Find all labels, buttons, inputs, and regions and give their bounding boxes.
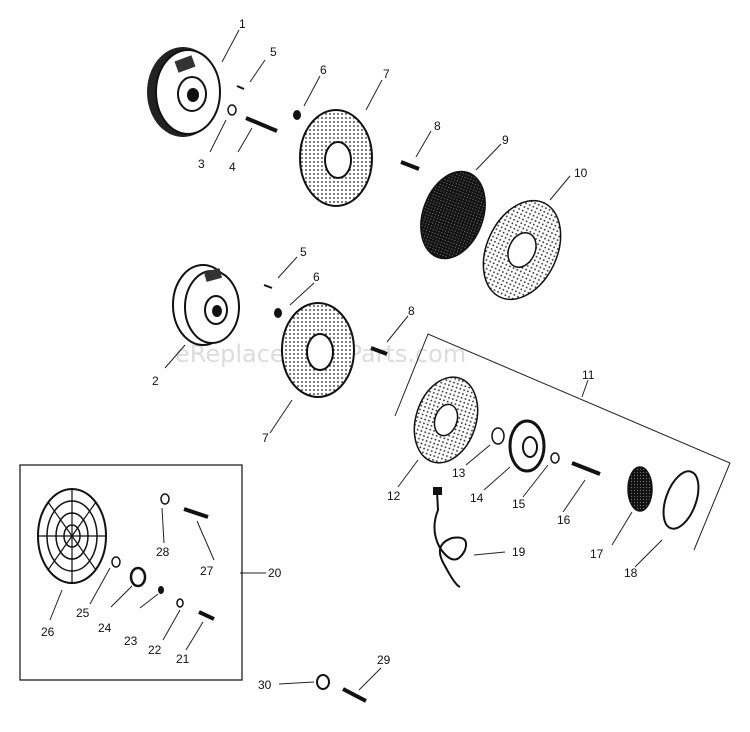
nut-15-part — [550, 452, 560, 464]
callout-11: 11 — [582, 368, 595, 382]
callout-6-lower: 6 — [313, 270, 320, 284]
callout-22: 22 — [148, 643, 162, 657]
callout-1: 1 — [239, 17, 246, 31]
callout-2: 2 — [152, 374, 159, 388]
flywheel-part — [172, 264, 240, 346]
callout-18: 18 — [624, 566, 638, 580]
blower-fan-upper-part — [299, 109, 373, 207]
screw-29-part — [342, 687, 367, 703]
callout-17: 17 — [590, 547, 604, 561]
starter-screen-part — [413, 376, 479, 464]
callout-28: 28 — [156, 545, 170, 559]
callout-3: 3 — [198, 157, 205, 171]
callout-7-upper: 7 — [383, 67, 390, 81]
callout-numbers: 1 2 3 4 5 5 6 6 7 7 8 8 9 10 11 12 13 14… — [41, 17, 638, 692]
screw-8-upper-part — [400, 160, 420, 171]
callout-23: 23 — [124, 634, 138, 648]
screw-16-part — [571, 461, 601, 476]
callout-29: 29 — [377, 653, 391, 667]
washer-28-part — [160, 493, 170, 505]
callout-30: 30 — [258, 678, 272, 692]
flywheel-ring-gear-part — [147, 47, 221, 137]
blower-fan-lower-part — [281, 302, 355, 398]
callout-25: 25 — [76, 606, 90, 620]
callout-20: 20 — [268, 566, 282, 580]
callout-16: 16 — [557, 513, 571, 527]
callout-21: 21 — [176, 652, 190, 666]
rotating-screen-part — [420, 170, 486, 260]
washer-13-part — [491, 427, 505, 445]
leader-lines — [49, 29, 663, 691]
callout-10: 10 — [574, 166, 588, 180]
washer-22-part — [176, 598, 184, 608]
callout-24: 24 — [98, 621, 112, 635]
grass-screen-part — [482, 199, 562, 301]
key-5-upper-part — [236, 85, 245, 90]
callout-26: 26 — [41, 625, 55, 639]
kit-11-bracket — [394, 333, 731, 551]
callout-5-upper: 5 — [270, 45, 277, 59]
callout-14: 14 — [470, 491, 484, 505]
screw-21-part — [198, 610, 215, 621]
bolt-4-part — [245, 116, 278, 133]
nut-6-lower-part — [274, 308, 282, 318]
starter-hub-part — [508, 419, 546, 473]
callout-4: 4 — [229, 160, 236, 174]
callout-6-upper: 6 — [320, 63, 327, 77]
nut-30-part — [316, 674, 330, 690]
grille-26-part — [37, 488, 107, 584]
screw-27-part — [183, 507, 209, 519]
callout-13: 13 — [452, 466, 466, 480]
callout-8-upper: 8 — [434, 119, 441, 133]
callout-5-lower: 5 — [300, 245, 307, 259]
retaining-ring-18-part — [662, 470, 700, 530]
nut-6-upper-part — [293, 110, 301, 120]
key-5-lower-part — [263, 284, 273, 289]
callout-9: 9 — [502, 133, 509, 147]
mesh-screen-17-part — [627, 466, 653, 512]
spacer-24-part — [129, 566, 147, 588]
washer-3-part — [227, 104, 237, 116]
callout-8-lower: 8 — [408, 304, 415, 318]
callout-19: 19 — [512, 545, 526, 559]
nut-23-part — [158, 586, 164, 594]
wire-harness-19-part — [433, 487, 468, 588]
callout-7-lower: 7 — [262, 431, 269, 445]
screw-8-lower-part — [370, 346, 388, 356]
callout-12: 12 — [387, 489, 401, 503]
washer-25-part — [111, 556, 121, 568]
callout-27: 27 — [200, 564, 214, 578]
callout-15: 15 — [512, 497, 526, 511]
